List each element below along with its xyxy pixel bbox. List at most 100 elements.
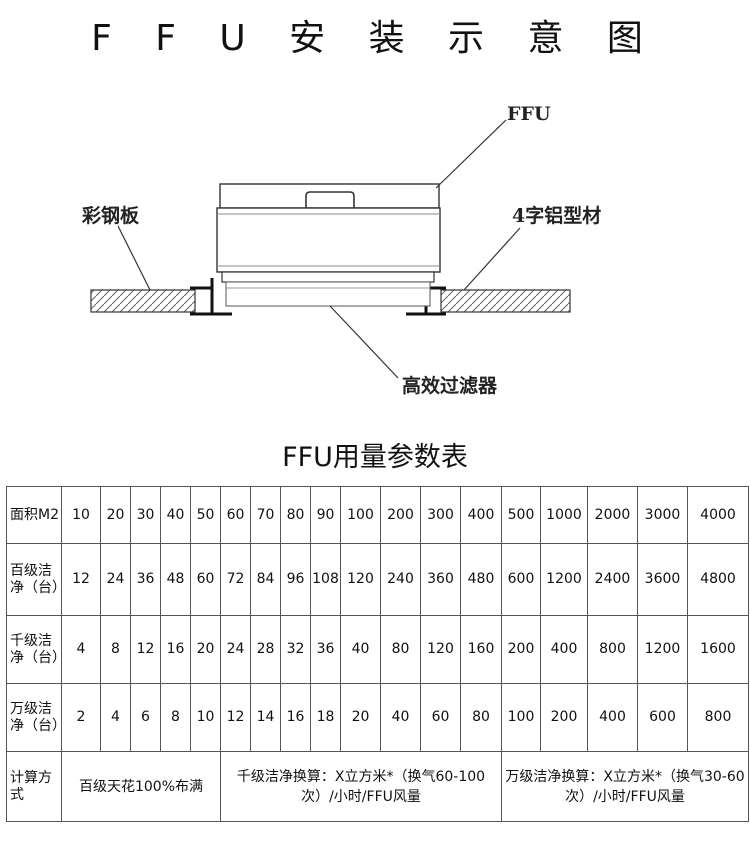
leader-aluminum (463, 227, 521, 291)
table-cell: 10 (190, 683, 221, 752)
table-cell: 3000 (637, 486, 688, 544)
table-cell: 8 (160, 683, 191, 752)
table-cell: 18 (310, 683, 341, 752)
table-cell: 200 (380, 486, 421, 544)
label-hepa-filter: 高效过滤器 (402, 374, 498, 397)
table-cell: 160 (460, 615, 502, 684)
right-steel-panel (440, 289, 571, 313)
table-cell: 10 (61, 486, 101, 544)
table-cell: 36 (130, 543, 161, 616)
table-cell: 40 (160, 486, 191, 544)
table-cell: 80 (280, 486, 311, 544)
table-cell: 2000 (587, 486, 638, 544)
table-cell: 240 (380, 543, 421, 616)
table-cell: 28 (250, 615, 281, 684)
label-aluminum-profile: 4字铝型材 (512, 204, 601, 227)
table-cell: 16 (160, 615, 191, 684)
table-cell: 1600 (687, 615, 749, 684)
table-cell: 30 (130, 486, 161, 544)
table-cell: 300 (420, 486, 461, 544)
table-cell: 20 (190, 615, 221, 684)
table-cell: 108 (310, 543, 341, 616)
table-cell: 12 (220, 683, 251, 752)
table-cell: 96 (280, 543, 311, 616)
table-cell: 12 (61, 543, 101, 616)
ffu-installation-diagram: FFU 彩钢板 4字铝型材 高效过滤器 (81, 103, 601, 397)
table-cell: 1000 (540, 486, 588, 544)
row-header: 计算方式 (6, 751, 62, 822)
table-cell: 4800 (687, 543, 749, 616)
row-header: 面积M2 (6, 486, 62, 544)
table-cell: 6 (130, 683, 161, 752)
table-cell: 1200 (637, 615, 688, 684)
table-cell: 60 (220, 486, 251, 544)
table-cell: 120 (420, 615, 461, 684)
calc-class10000: 万级洁净换算：X立方米*（换气30-60次）/小时/FFU风量 (501, 751, 749, 822)
table-cell: 480 (460, 543, 502, 616)
table-cell: 40 (340, 615, 381, 684)
table-cell: 84 (250, 543, 281, 616)
table-cell: 8 (100, 615, 131, 684)
table-cell: 400 (540, 615, 588, 684)
table-cell: 600 (501, 543, 541, 616)
table-cell: 32 (280, 615, 311, 684)
table-cell: 360 (420, 543, 461, 616)
row-header: 百级洁净（台） (6, 543, 62, 616)
table-cell: 3600 (637, 543, 688, 616)
label-color-steel-plate: 彩钢板 (81, 204, 140, 227)
table-cell: 200 (501, 615, 541, 684)
row-header: 万级洁净（台） (6, 683, 62, 752)
table-cell: 24 (220, 615, 251, 684)
table-cell: 50 (190, 486, 221, 544)
table-cell: 120 (340, 543, 381, 616)
calc-class100: 百级天花100%布满 (61, 751, 221, 822)
table-cell: 4000 (687, 486, 749, 544)
table-cell: 4 (100, 683, 131, 752)
leader-ffu (435, 119, 507, 189)
table-cell: 60 (190, 543, 221, 616)
table-cell: 60 (420, 683, 461, 752)
table-cell: 14 (250, 683, 281, 752)
table-cell: 2400 (587, 543, 638, 616)
table-cell: 40 (380, 683, 421, 752)
ffu-body (216, 207, 441, 273)
table-cell: 1200 (540, 543, 588, 616)
table-cell: 80 (380, 615, 421, 684)
table-cell: 400 (460, 486, 502, 544)
table-cell: 400 (587, 683, 638, 752)
table-cell: 800 (587, 615, 638, 684)
table-cell: 800 (687, 683, 749, 752)
table-cell: 12 (130, 615, 161, 684)
label-ffu: FFU (507, 103, 551, 125)
table-cell: 70 (250, 486, 281, 544)
page-title: F F U 安 装 示 意 图 (91, 18, 659, 59)
row-header: 千级洁净（台） (6, 615, 62, 684)
table-cell: 100 (501, 683, 541, 752)
ffu-handle (305, 191, 355, 208)
table-cell: 16 (280, 683, 311, 752)
calc-class1000: 千级洁净换算：X立方米*（换气60-100次）/小时/FFU风量 (220, 751, 502, 822)
table-cell: 24 (100, 543, 131, 616)
table-cell: 4 (61, 615, 101, 684)
table-cell: 36 (310, 615, 341, 684)
table-cell: 20 (100, 486, 131, 544)
table-cell: 100 (340, 486, 381, 544)
table-cell: 72 (220, 543, 251, 616)
left-steel-panel (90, 289, 196, 313)
table-title: FFU用量参数表 (282, 442, 468, 473)
left-aluminum-profile (190, 278, 232, 316)
table-cell: 600 (637, 683, 688, 752)
table-cell: 20 (340, 683, 381, 752)
table-cell: 90 (310, 486, 341, 544)
hepa-filter (221, 271, 435, 283)
table-cell: 2 (61, 683, 101, 752)
table-cell: 48 (160, 543, 191, 616)
table-cell: 500 (501, 486, 541, 544)
leader-filter (329, 305, 399, 379)
leader-steel-plate (117, 225, 151, 291)
